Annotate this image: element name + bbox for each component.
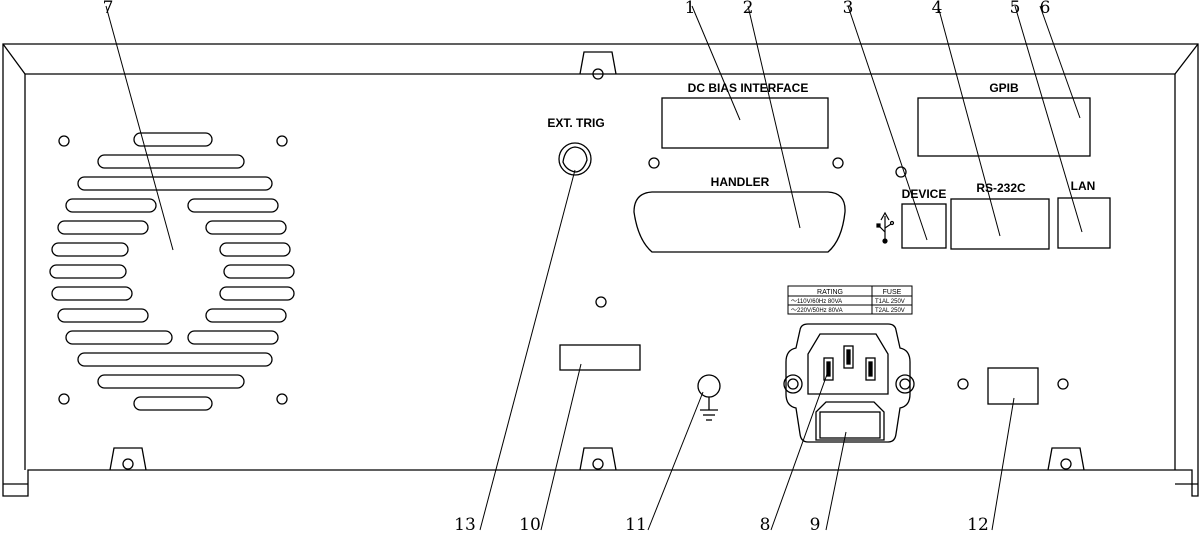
gpib-label: GPIB <box>989 81 1019 95</box>
rating-table: RATING FUSE ～110V/60Hz 80VA T1AL 250V ～2… <box>787 285 913 315</box>
callout-9: 9 <box>810 515 821 534</box>
callout-13: 13 <box>454 515 476 534</box>
callout-7: 7 <box>103 0 114 18</box>
callout-1: 1 <box>685 0 696 18</box>
callout-2: 2 <box>743 0 754 18</box>
lan-label: LAN <box>1071 179 1096 193</box>
ext-trig-label: EXT. TRIG <box>547 116 604 130</box>
mount-hole <box>595 296 607 308</box>
rating-row-2: ～220V/50Hz 80VA <box>791 308 843 314</box>
dc-bias-label: DC BIAS INTERFACE <box>688 81 809 95</box>
leader-lines <box>105 5 1083 531</box>
fan-vent <box>49 132 295 411</box>
fuse-holder <box>815 401 885 441</box>
fuse-row-1: T1AL 250V <box>875 299 905 305</box>
handler-interface: HANDLER <box>633 175 846 253</box>
callout-8: 8 <box>760 515 771 534</box>
rs232-label: RS-232C <box>976 181 1026 195</box>
fuse-row-2: T2AL 250V <box>875 308 905 314</box>
rating-header: RATING <box>817 289 843 296</box>
usb-icon <box>876 211 895 244</box>
callout-10: 10 <box>519 515 541 534</box>
rating-row-1: ～110V/60Hz 80VA <box>791 299 842 305</box>
device-label: DEVICE <box>902 187 947 201</box>
callout-4: 4 <box>932 0 943 18</box>
callout-numbers: 1 2 3 4 5 6 7 8 9 10 11 12 13 <box>103 0 1051 534</box>
dc-bias-interface: DC BIAS INTERFACE <box>648 81 844 169</box>
handler-label: HANDLER <box>711 175 770 189</box>
fuse-header: FUSE <box>883 289 902 296</box>
ground-terminal <box>697 374 721 421</box>
callout-5: 5 <box>1010 0 1021 18</box>
callout-6: 6 <box>1040 0 1051 18</box>
mount-hole <box>957 378 969 390</box>
callout-12: 12 <box>967 515 989 534</box>
rs232c-port: RS-232C <box>950 181 1050 250</box>
gpib-interface: GPIB <box>917 81 1091 157</box>
panel-outline <box>2 43 1199 497</box>
usb-device-port: DEVICE <box>876 166 947 249</box>
mount-hole <box>1057 378 1069 390</box>
callout-11: 11 <box>625 515 647 534</box>
power-inlet <box>783 323 915 443</box>
ext-trig-connector: EXT. TRIG <box>547 116 605 176</box>
callout-3: 3 <box>843 0 854 18</box>
label-plate <box>559 344 641 371</box>
power-switch <box>987 367 1039 405</box>
lan-port: LAN <box>1057 179 1111 249</box>
